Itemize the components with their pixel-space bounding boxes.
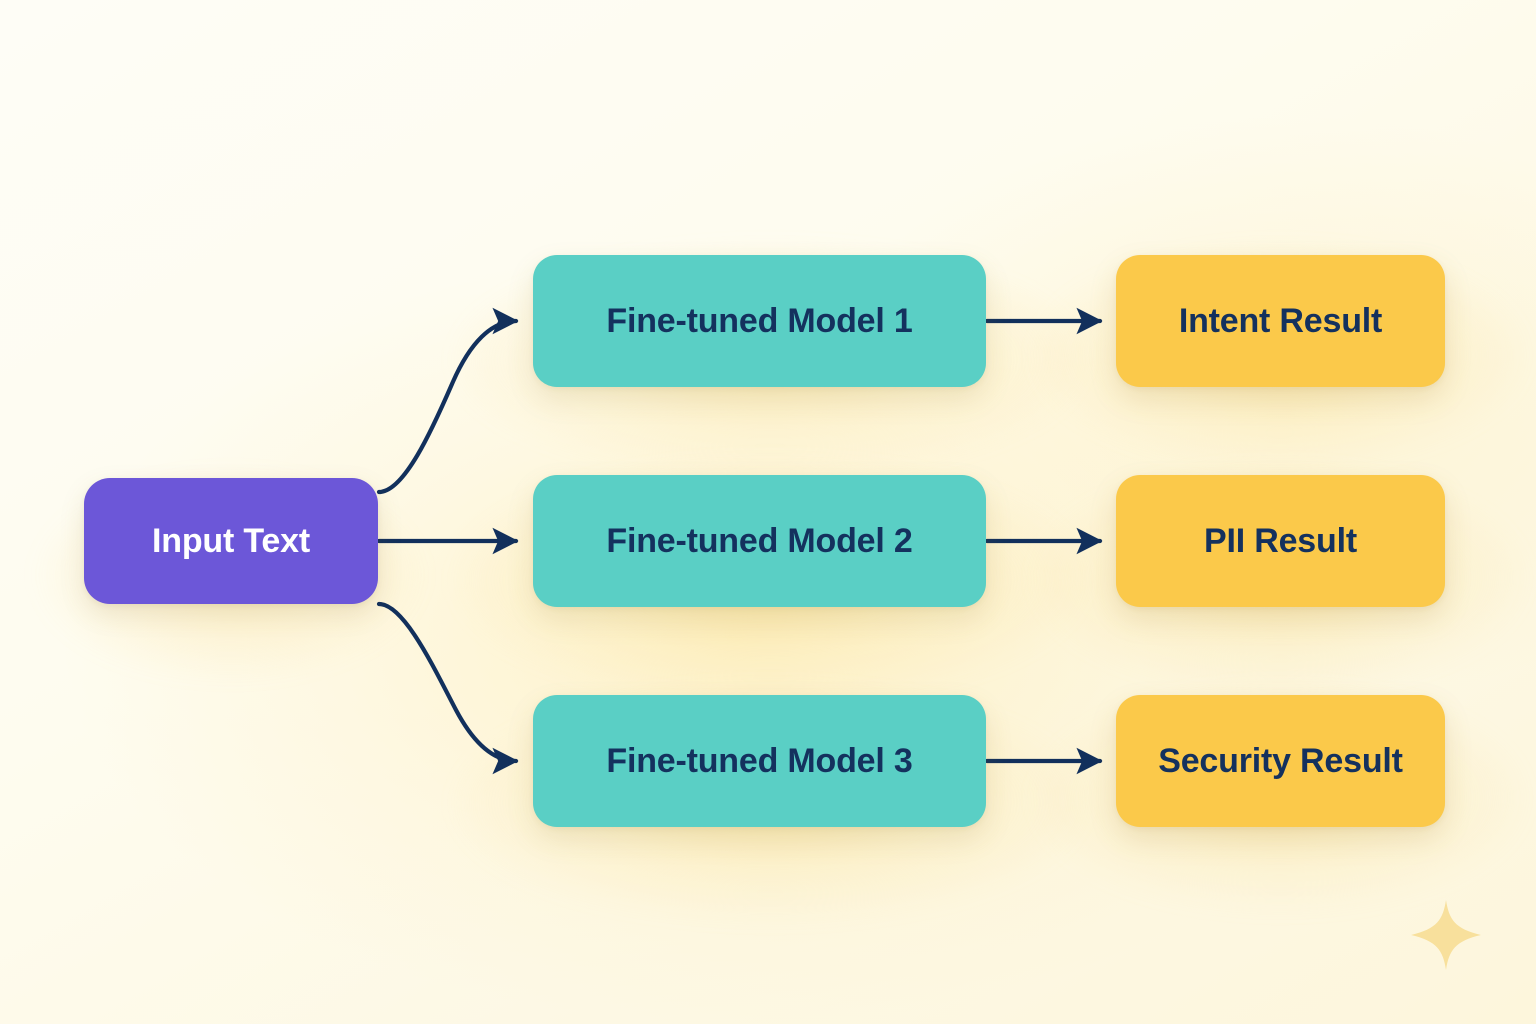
edge-input-to-model-3: [376, 601, 519, 775]
node-intent-result-label: Intent Result: [1178, 302, 1383, 340]
node-intent-result[interactable]: Intent Result: [1116, 255, 1445, 387]
node-input-text-label: Input Text: [152, 522, 310, 560]
node-fine-tuned-model-3-label: Fine-tuned Model 3: [606, 742, 913, 780]
node-fine-tuned-model-2[interactable]: Fine-tuned Model 2: [533, 475, 986, 607]
node-fine-tuned-model-1-label: Fine-tuned Model 1: [606, 302, 913, 340]
edge-input-to-model-1: [376, 307, 519, 495]
node-pii-result-label: PII Result: [1204, 522, 1357, 560]
node-pii-result[interactable]: PII Result: [1116, 475, 1445, 607]
node-fine-tuned-model-3[interactable]: Fine-tuned Model 3: [533, 695, 986, 827]
node-input-text[interactable]: Input Text: [84, 478, 378, 604]
node-fine-tuned-model-1[interactable]: Fine-tuned Model 1: [533, 255, 986, 387]
node-security-result-label: Security Result: [1158, 742, 1403, 780]
node-security-result[interactable]: Security Result: [1116, 695, 1445, 827]
sparkle-icon: [1411, 900, 1481, 970]
node-fine-tuned-model-2-label: Fine-tuned Model 2: [606, 522, 913, 560]
